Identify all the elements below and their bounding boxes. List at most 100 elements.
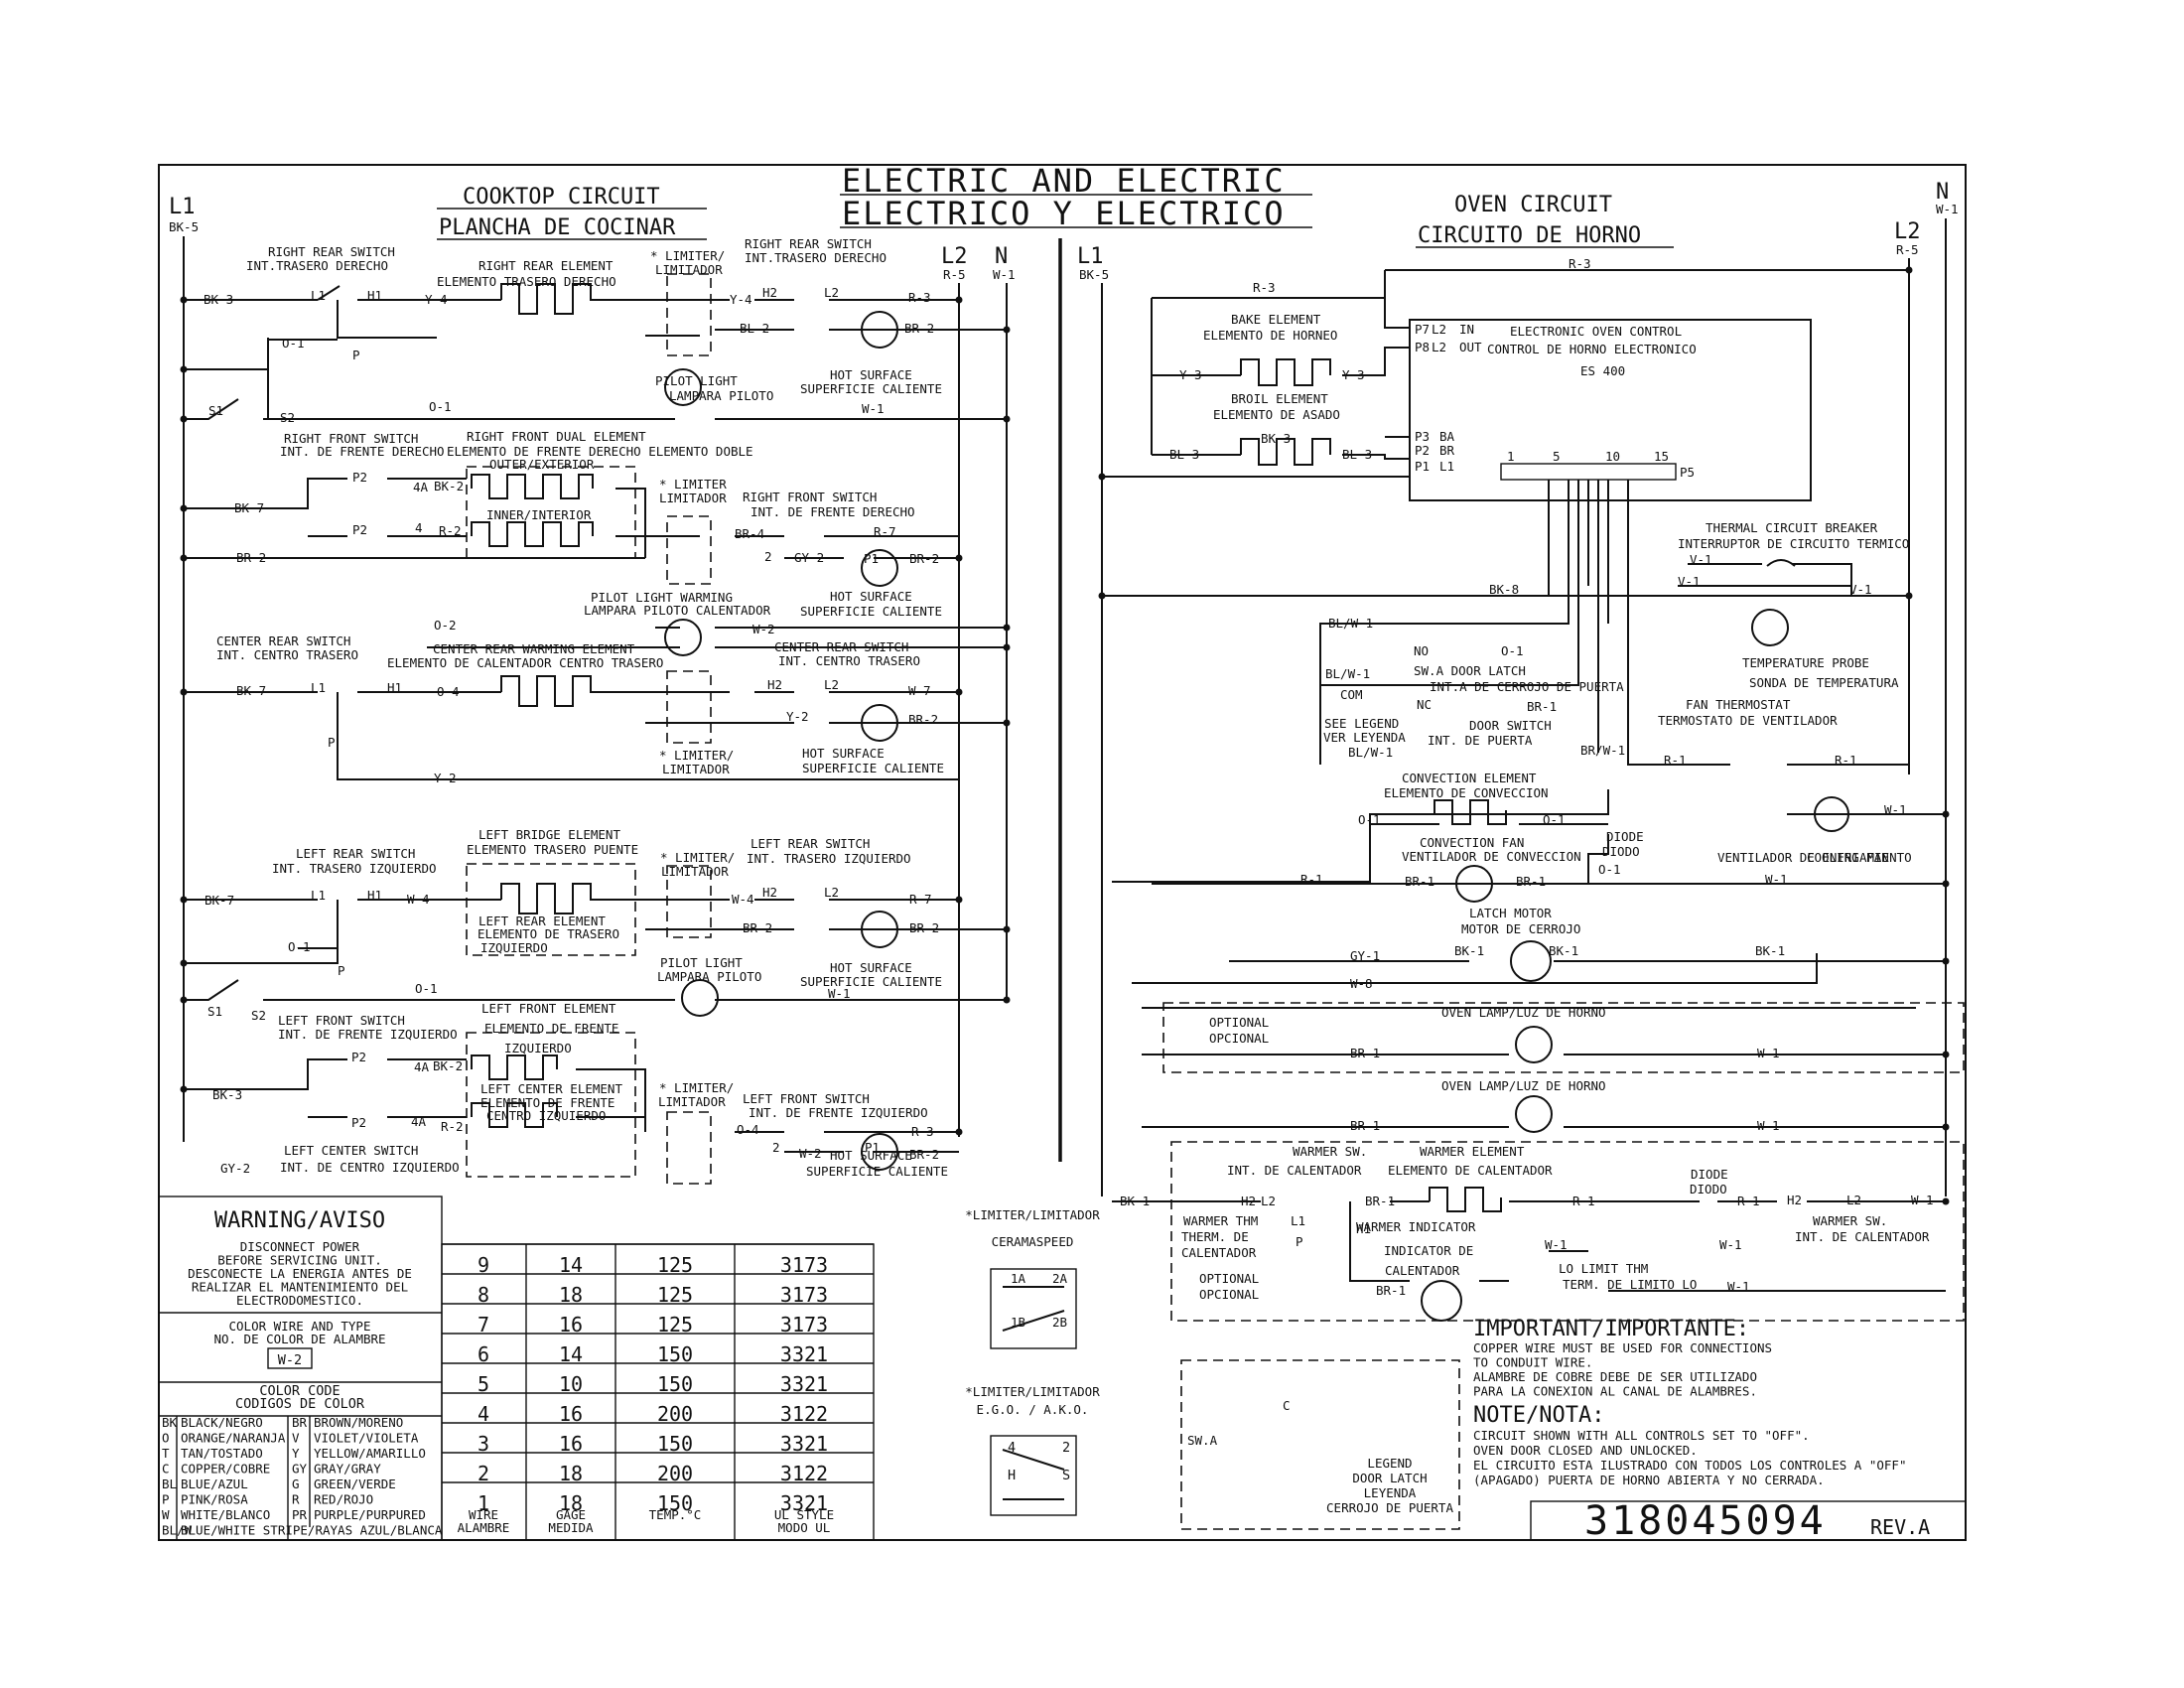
oven-label-34: V-1 [1678,574,1701,589]
cooktop-label-116: 4A [414,1059,430,1074]
wire-table-cell-5-2: 200 [657,1402,693,1426]
color-code-name-2: TAN/TOSTADO [181,1446,263,1461]
oven-label-102: L2 [1846,1193,1861,1207]
color-code-abbr-7: BL/W [162,1523,193,1538]
cooktop-label-28: RIGHT FRONT SWITCH [284,431,418,446]
color-code-abbr2-2: Y [292,1446,300,1461]
oven-label-13: IN [1459,322,1474,337]
ceram-pin-1: 2A [1052,1271,1068,1286]
cooktop-label-131: 2 [772,1140,780,1155]
oven-label-0: R-3 [1253,280,1276,295]
oven-label-18: BA [1439,429,1455,444]
oven-label-14: P8 [1415,340,1430,354]
oven-label-26: 1 [1507,449,1515,464]
color-code-name2-1: VIOLET/VIOLETA [314,1431,419,1446]
cooktop-n: N [995,244,1008,269]
cooktop-l1: L1 [169,195,196,219]
cooktop-label-90: W-4 [407,892,430,907]
p5-connector [1500,463,1677,481]
cooktop-l2: L2 [941,244,968,269]
cooktop-label-106: S1 [207,1004,222,1019]
oven-label-51: INT. DE PUERTA [1428,733,1533,748]
cooktop-label-53: LAMPARA PILOTO CALENTADOR [584,603,771,618]
cooktop-label-87: BK-7 [205,893,234,908]
cooktop-label-85: LEFT REAR SWITCH [751,836,870,851]
oven-label-48: SEE LEGEND [1324,716,1399,731]
oven-label-110: WARMER INDICATOR [1356,1219,1476,1234]
cooktop-label-59: INT. CENTRO TRASERO [216,647,358,662]
color-code-abbr2-3: GY [292,1462,308,1477]
oven-label-10: BK-3 [1261,431,1291,446]
color-code-name2-5: RED/ROJO [314,1492,373,1507]
cooktop-label-100: BR-2 [743,920,772,935]
cooktop-label-23: LAMPARA PILOTO [669,388,773,403]
oven-label-60: O-1 [1358,812,1381,827]
oven-label-24: CONTROL DE HORNO ELECTRONICO [1487,342,1697,356]
wire-table-cell-4-3: 3321 [780,1372,828,1396]
cooktop-label-103: LAMPARA PILOTO [657,969,761,984]
oven-label-55: TERMOSTATO DE VENTILADOR [1658,713,1838,728]
oven-label-32: INTERRUPTOR DE CIRCUITO TERMICO [1678,536,1909,551]
cooktop-label-54: HOT SURFACE [830,589,912,604]
oven-label-86: OVEN LAMP/LUZ DE HORNO [1441,1078,1606,1093]
wire-table-cell-6-1: 16 [559,1432,583,1456]
color-code-abbr-2: T [162,1446,170,1461]
warning-line-1: BEFORE SERVICING UNIT. [217,1253,382,1268]
oven-label-85: W-1 [1757,1046,1780,1060]
wire-table-cell-7-0: 2 [478,1462,489,1485]
oven-label-40: NO [1414,643,1429,658]
cooktop-label-10: H1 [367,288,382,303]
oven-label-71: BR-1 [1405,874,1434,889]
oven-label-27: 5 [1553,449,1561,464]
oven-label-107: L1 [1291,1213,1305,1228]
wire-table-cell-3-2: 150 [657,1342,693,1366]
cooktop-label-83: * LIMITER/ [660,850,735,865]
oven-label-39: BL/W-1 [1328,616,1373,631]
oven-label-19: P2 [1415,443,1430,458]
cooktop-label-51: BR-2 [236,550,266,565]
oven-l1: L1 [1077,244,1104,269]
wire-table-cell-2-2: 125 [657,1313,693,1336]
cooktop-wiring [180,273,1011,1185]
wire-table-cell-7-2: 200 [657,1462,693,1485]
ego-pin-2: H [1008,1468,1016,1483]
oven-label-47: NC [1417,697,1432,712]
revision: REV.A [1870,1515,1930,1539]
oven-label-75: MOTOR DE CERROJO [1461,921,1580,936]
cooktop-label-35: 4A [413,480,429,494]
part-number-box [1530,1500,1967,1541]
cooktop-title-es: PLANCHA DE COCINAR [439,215,676,240]
oven-label-25: ES 400 [1580,363,1625,378]
cooktop-label-49: P1 [864,551,879,566]
cooktop-label-136: INT. DE CENTRO IZQUIERDO [280,1160,460,1175]
wire-table-cell-2-1: 16 [559,1313,583,1336]
color-code-abbr2-1: V [292,1431,300,1446]
cooktop-label-77: HOT SURFACE [802,746,885,761]
oven-label-20: BR [1439,443,1455,458]
cooktop-label-71: P [328,735,336,750]
color-code-name-6: WHITE/BLANCO [181,1507,270,1522]
cooktop-label-21: SUPERFICIE CALIENTE [800,381,942,396]
oven-label-64: DIODE [1606,829,1644,844]
oven-label-49: VER LEYENDA [1323,730,1406,745]
wire-table-cell-5-3: 3122 [780,1402,828,1426]
color-type-line-1: NO. DE COLOR DE ALAMBRE [213,1332,385,1346]
cooktop-label-62: CENTER REAR SWITCH [774,639,908,654]
cooktop-label-91: W-4 [732,892,754,907]
oven-label-83: OVEN LAMP/LUZ DE HORNO [1441,1005,1606,1020]
color-type-example: W-2 [278,1352,302,1368]
cooktop-label-73: BR-2 [908,712,938,727]
oven-label-72: BR-1 [1516,874,1546,889]
wire-table-cell-1-2: 125 [657,1283,693,1307]
oven-label-89: WARMER SW. [1293,1144,1367,1159]
cooktop-label-102: PILOT LIGHT [660,955,743,970]
oven-label-106: CALENTADOR [1181,1245,1257,1260]
oven-label-59: ELEMENTO DE CONVECCION [1384,785,1549,800]
note-line-2: EL CIRCUITO ESTA ILUSTRADO CON TODOS LOS… [1473,1458,1907,1473]
oven-label-7: ELEMENTO DE ASADO [1213,407,1340,422]
cooktop-label-80: ELEMENTO TRASERO PUENTE [467,842,638,857]
cooktop-label-76: LIMITADOR [662,762,730,776]
